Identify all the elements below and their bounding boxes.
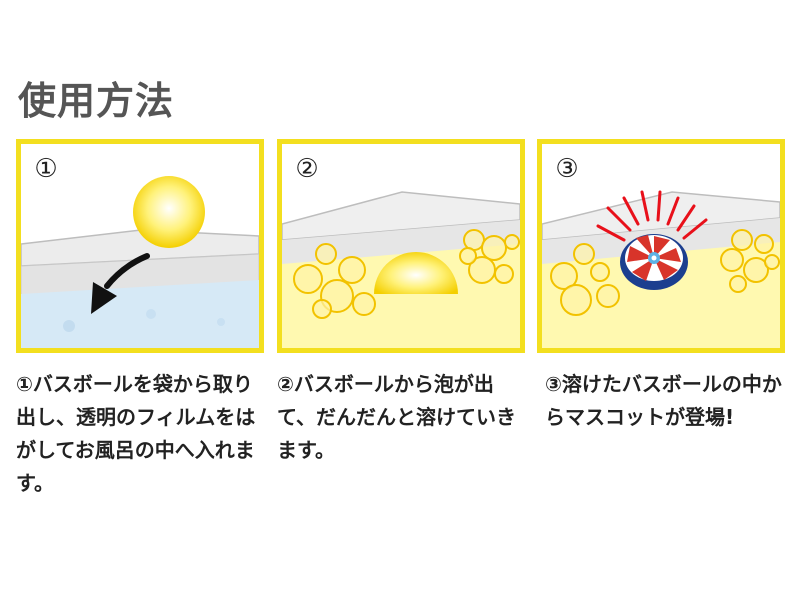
step-3-number: ③ (555, 154, 579, 184)
bath-ball-icon (374, 252, 458, 294)
step-2-description: ②バスボールから泡が出て、だんだんと溶けていきます。 (277, 372, 516, 462)
bubbles-icon (550, 229, 780, 316)
step-3-description: ③溶けたバスボールの中からマスコットが登場! (545, 372, 782, 429)
step-3-panel: ③ (537, 139, 785, 353)
bath-ball-icon (133, 176, 205, 248)
step-1-description: ①バスボールを袋から取り出し、透明のフィルムをはがしてお風呂の中へ入れます。 (16, 372, 256, 495)
bubbles-icon (293, 229, 520, 319)
step-1-illustration (21, 176, 259, 348)
mascot-figure-icon (620, 234, 688, 290)
page-title: 使用方法 (18, 79, 175, 123)
step-2-number: ② (295, 154, 319, 184)
step-1-number: ① (34, 154, 58, 184)
down-left-arrow-icon (91, 253, 150, 314)
burst-lines-icon (596, 190, 708, 242)
step-2-illustration (282, 191, 520, 348)
step-2-panel: ② (277, 139, 525, 353)
step-1-panel: ① (16, 139, 264, 353)
step-3-illustration (542, 190, 780, 348)
